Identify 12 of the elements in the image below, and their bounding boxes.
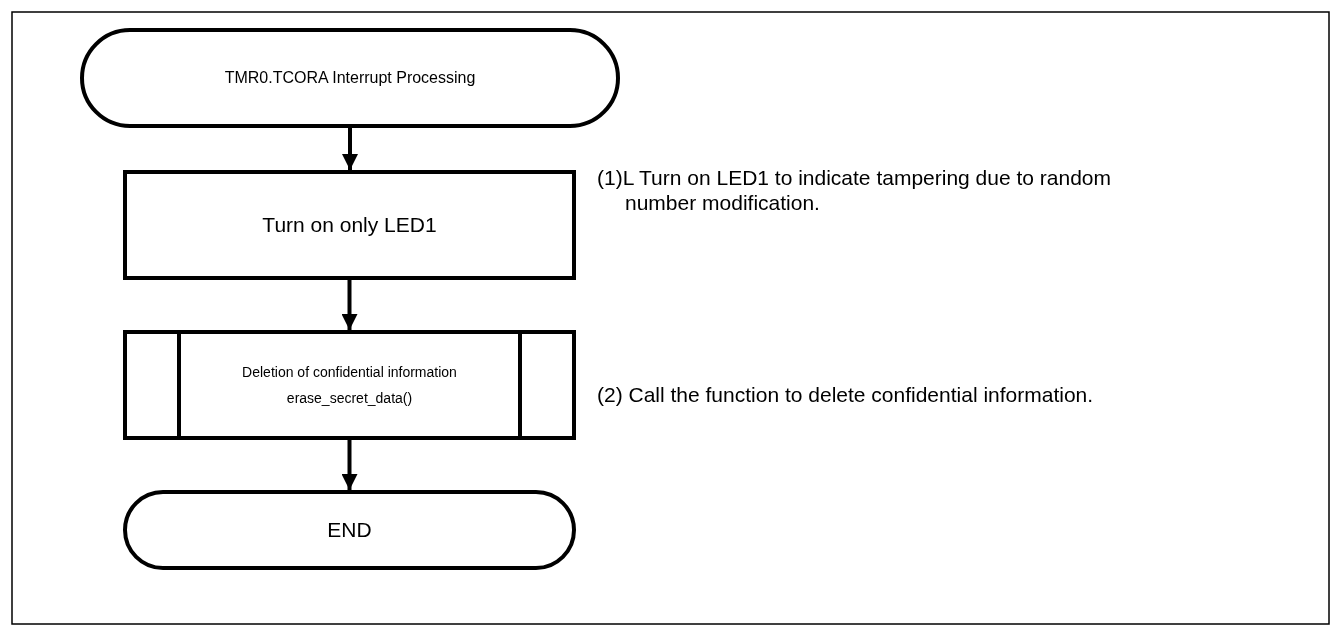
annotation-text: (2) Call the function to delete confidential information. <box>597 382 1095 407</box>
arrow <box>341 280 358 330</box>
node-label: TMR0.TCORA Interrupt Processing <box>224 69 476 87</box>
arrow <box>341 440 358 490</box>
node-label: Turn on only LED1 <box>262 213 437 237</box>
arrow <box>342 128 358 170</box>
process-box <box>123 170 576 280</box>
annotation-text: (1)L Turn on LED1 to indicate tampering due to random number modification. <box>597 165 1113 215</box>
node-label: Deletion of confidential information <box>242 364 457 380</box>
function-name: erase_secret_data() <box>286 390 413 406</box>
predefined-process-box <box>123 330 576 440</box>
node-label: END <box>327 518 372 542</box>
